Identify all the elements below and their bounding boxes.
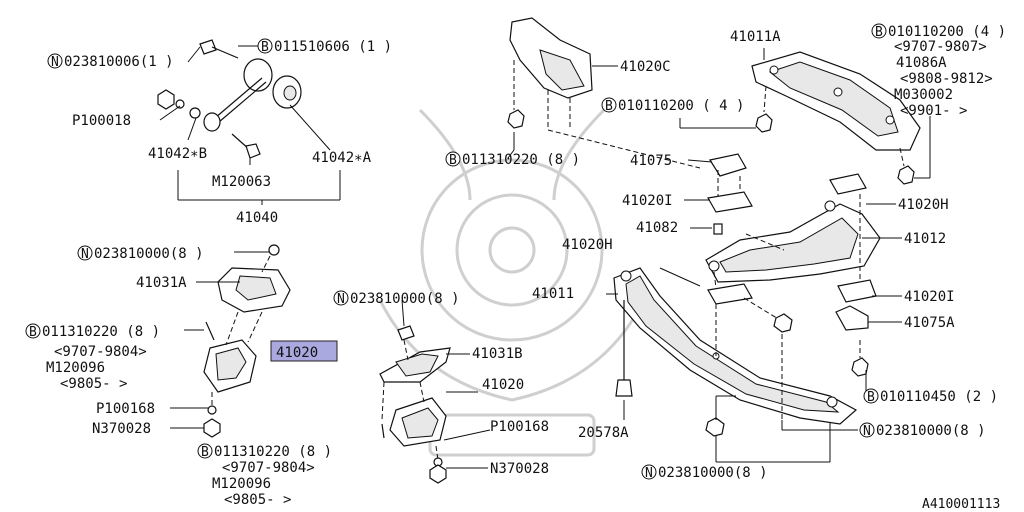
part-label-n370028-a[interactable]: N370028 bbox=[92, 421, 151, 437]
part-label-m120096-b[interactable]: M120096 bbox=[212, 476, 271, 492]
selected-part-highlight[interactable] bbox=[270, 340, 338, 362]
assembly-center-mount bbox=[379, 299, 491, 484]
label-prefix: N bbox=[863, 424, 871, 439]
part-label-41012[interactable]: 41012 bbox=[904, 231, 946, 247]
part-label-41031a[interactable]: 41031A bbox=[136, 275, 187, 291]
part-label-41086a[interactable]: 41086A bbox=[896, 55, 947, 71]
part-label-41020-b[interactable]: 41020 bbox=[482, 377, 524, 393]
label-prefix: B bbox=[261, 40, 269, 55]
part-label-m120096-a[interactable]: M120096 bbox=[46, 360, 105, 376]
part-label-n-023810000-8-a[interactable]: 023810000(8 ) bbox=[94, 246, 204, 262]
part-label-20578a[interactable]: 20578A bbox=[578, 425, 629, 441]
part-label-n370028-b[interactable]: N370028 bbox=[490, 461, 549, 477]
part-label-b-010110200-4-a[interactable]: 010110200 (4 ) bbox=[888, 24, 1006, 40]
part-label-41042b[interactable]: 41042∗B bbox=[148, 146, 207, 162]
assembly-41011a bbox=[679, 48, 931, 185]
part-label-b-011310220-8-a[interactable]: 011310220 (8 ) bbox=[42, 324, 160, 340]
part-label-b-011310220-8-b[interactable]: 011310220 (8 ) bbox=[214, 444, 332, 460]
part-label-41031b[interactable]: 41031B bbox=[472, 346, 523, 362]
part-label-r-9707-9807[interactable]: <9707-9807> bbox=[894, 39, 987, 55]
label-prefix-circle bbox=[601, 97, 617, 113]
part-label-b-010110200-4-b[interactable]: 010110200 ( 4 ) bbox=[618, 98, 744, 114]
label-prefix-circle bbox=[77, 245, 93, 261]
label-prefix-circle bbox=[25, 323, 41, 339]
label-prefix: B bbox=[605, 99, 613, 114]
part-label-41075[interactable]: 41075 bbox=[630, 153, 672, 169]
part-label-p100168-b[interactable]: P100168 bbox=[490, 419, 549, 435]
part-label-r-9707-9804-a[interactable]: <9707-9804> bbox=[54, 344, 147, 360]
part-label-r-9805-b[interactable]: <9805- > bbox=[224, 492, 291, 508]
part-label-b-011510606-1[interactable]: 011510606 (1 ) bbox=[274, 39, 392, 55]
label-prefix: N bbox=[51, 55, 59, 70]
part-label-41020h-b[interactable]: 41020H bbox=[562, 237, 613, 253]
part-label-r-9901[interactable]: <9901- > bbox=[900, 103, 967, 119]
part-label-n-023810000-8-d[interactable]: 023810000(8 ) bbox=[658, 465, 768, 481]
part-label-m120063[interactable]: M120063 bbox=[212, 174, 271, 190]
part-label-41020c[interactable]: 41020C bbox=[620, 59, 671, 75]
label-prefix-circle bbox=[859, 422, 875, 438]
part-label-41011a[interactable]: 41011A bbox=[730, 29, 781, 45]
part-label-b-010110450-2[interactable]: 010110450 (2 ) bbox=[880, 389, 998, 405]
label-prefix-circle bbox=[197, 443, 213, 459]
part-label-41020i-a[interactable]: 41020I bbox=[622, 193, 673, 209]
label-prefix-circle bbox=[257, 38, 273, 54]
part-label-r-9808-9812[interactable]: <9808-9812> bbox=[900, 71, 993, 87]
label-prefix: B bbox=[875, 25, 883, 40]
part-label-n-023810000-8-b[interactable]: 023810000(8 ) bbox=[350, 291, 460, 307]
label-prefix: B bbox=[867, 390, 875, 405]
part-label-n-023810000-8-c[interactable]: 023810000(8 ) bbox=[876, 423, 986, 439]
assembly-41040 bbox=[157, 39, 341, 205]
assembly-41020c bbox=[507, 17, 701, 169]
part-label-r-9805-a[interactable]: <9805- > bbox=[60, 376, 127, 392]
part-label-p100168-a[interactable]: P100168 bbox=[96, 401, 155, 417]
part-label-41042a[interactable]: 41042∗A bbox=[312, 150, 372, 166]
part-label-41020i-b[interactable]: 41020I bbox=[904, 289, 955, 305]
label-prefix: N bbox=[81, 247, 89, 262]
part-label-41040[interactable]: 41040 bbox=[236, 210, 278, 226]
selected-part-label[interactable]: 41020 bbox=[276, 345, 318, 361]
part-label-p100018[interactable]: P100018 bbox=[72, 113, 131, 129]
part-label-41075a[interactable]: 41075A bbox=[904, 315, 955, 331]
label-prefix: N bbox=[337, 292, 345, 307]
assembly-41012 bbox=[684, 153, 902, 331]
label-prefix: B bbox=[29, 325, 37, 340]
label-prefix-circle bbox=[333, 290, 349, 306]
part-label-41020h-a[interactable]: 41020H bbox=[898, 197, 949, 213]
part-labels: N 023810006(1 ) B 011510606 (1 ) P100018 4104… bbox=[25, 23, 1006, 508]
label-prefix-circle bbox=[445, 151, 461, 167]
part-label-m030002[interactable]: M030002 bbox=[894, 87, 953, 103]
part-label-r-9707-9804-b[interactable]: <9707-9804> bbox=[222, 460, 315, 476]
label-prefix: B bbox=[449, 153, 457, 168]
assembly-41011 bbox=[606, 267, 869, 463]
part-label-41011[interactable]: 41011 bbox=[532, 286, 574, 302]
label-prefix-circle bbox=[871, 23, 887, 39]
label-prefix: B bbox=[201, 445, 209, 460]
part-label-n-023810006-1[interactable]: 023810006(1 ) bbox=[64, 54, 174, 70]
assembly-left-mount bbox=[170, 244, 291, 438]
part-label-b-011310220-8-c[interactable]: 011310220 (8 ) bbox=[462, 152, 580, 168]
diagram-code: A410001113 bbox=[922, 497, 1000, 512]
label-prefix-circle bbox=[863, 388, 879, 404]
part-label-41082[interactable]: 41082 bbox=[636, 220, 678, 236]
label-prefix: N bbox=[645, 466, 653, 481]
label-prefix-circle bbox=[641, 464, 657, 480]
label-prefix-circle bbox=[47, 53, 63, 69]
